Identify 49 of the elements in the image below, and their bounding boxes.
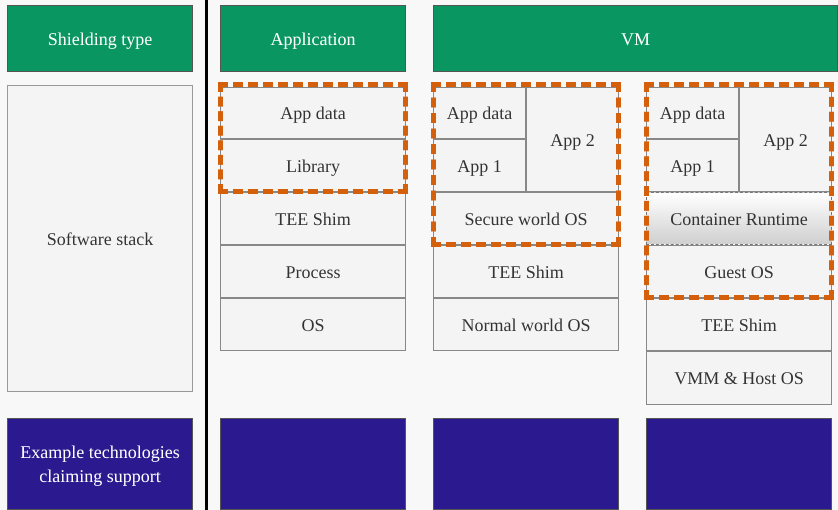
empty-box xyxy=(220,418,406,510)
layer-box xyxy=(646,245,832,298)
technology-box xyxy=(7,418,193,510)
node-text: Normal world OS xyxy=(462,314,590,336)
header-box xyxy=(433,5,838,72)
node-text: App 1 xyxy=(670,154,715,178)
layer-box xyxy=(433,87,526,139)
layer-box xyxy=(220,87,406,139)
layer-box xyxy=(220,139,406,192)
node-text: VMM & Host OS xyxy=(674,367,804,390)
row-label-box xyxy=(7,85,193,392)
node-text: Shielding type xyxy=(48,28,152,50)
layer-box xyxy=(433,192,619,245)
layer-box xyxy=(646,298,832,351)
node-text: App 2 xyxy=(550,128,595,152)
layer-box xyxy=(220,298,406,351)
node-text: Application xyxy=(270,28,356,50)
layer-box xyxy=(739,87,832,192)
empty-box xyxy=(433,418,619,510)
node-text: Guest OS xyxy=(704,260,774,284)
node-text: TEE Shim xyxy=(488,260,564,284)
node-text: App 1 xyxy=(457,154,502,178)
node-text: VM xyxy=(620,28,650,50)
node-text: Process xyxy=(286,260,340,284)
node-text: Example technologies claiming support xyxy=(19,441,181,488)
node-text: Container Runtime xyxy=(670,208,808,230)
node-text: OS xyxy=(301,314,324,336)
layer-box xyxy=(646,192,832,245)
layer-box xyxy=(433,245,619,298)
node-text: Software stack xyxy=(46,228,154,250)
node-text: App data xyxy=(446,102,512,125)
layer-box xyxy=(646,87,739,139)
node-text: TEE Shim xyxy=(275,208,351,230)
node-text: App 2 xyxy=(763,128,808,152)
layer-box xyxy=(526,87,619,192)
node-text: TEE Shim xyxy=(701,314,777,336)
empty-box xyxy=(646,418,832,510)
node-text: Library xyxy=(286,154,340,178)
node-text: Secure world OS xyxy=(464,208,588,230)
header-box xyxy=(7,5,193,72)
layer-box xyxy=(646,139,739,192)
layer-box xyxy=(220,192,406,245)
layer-box xyxy=(220,245,406,298)
node-text: App data xyxy=(660,102,726,125)
node-text: App data xyxy=(280,102,346,125)
layer-box xyxy=(646,351,832,405)
layer-box xyxy=(433,298,619,351)
header-box xyxy=(220,5,406,72)
layer-box xyxy=(433,139,526,192)
